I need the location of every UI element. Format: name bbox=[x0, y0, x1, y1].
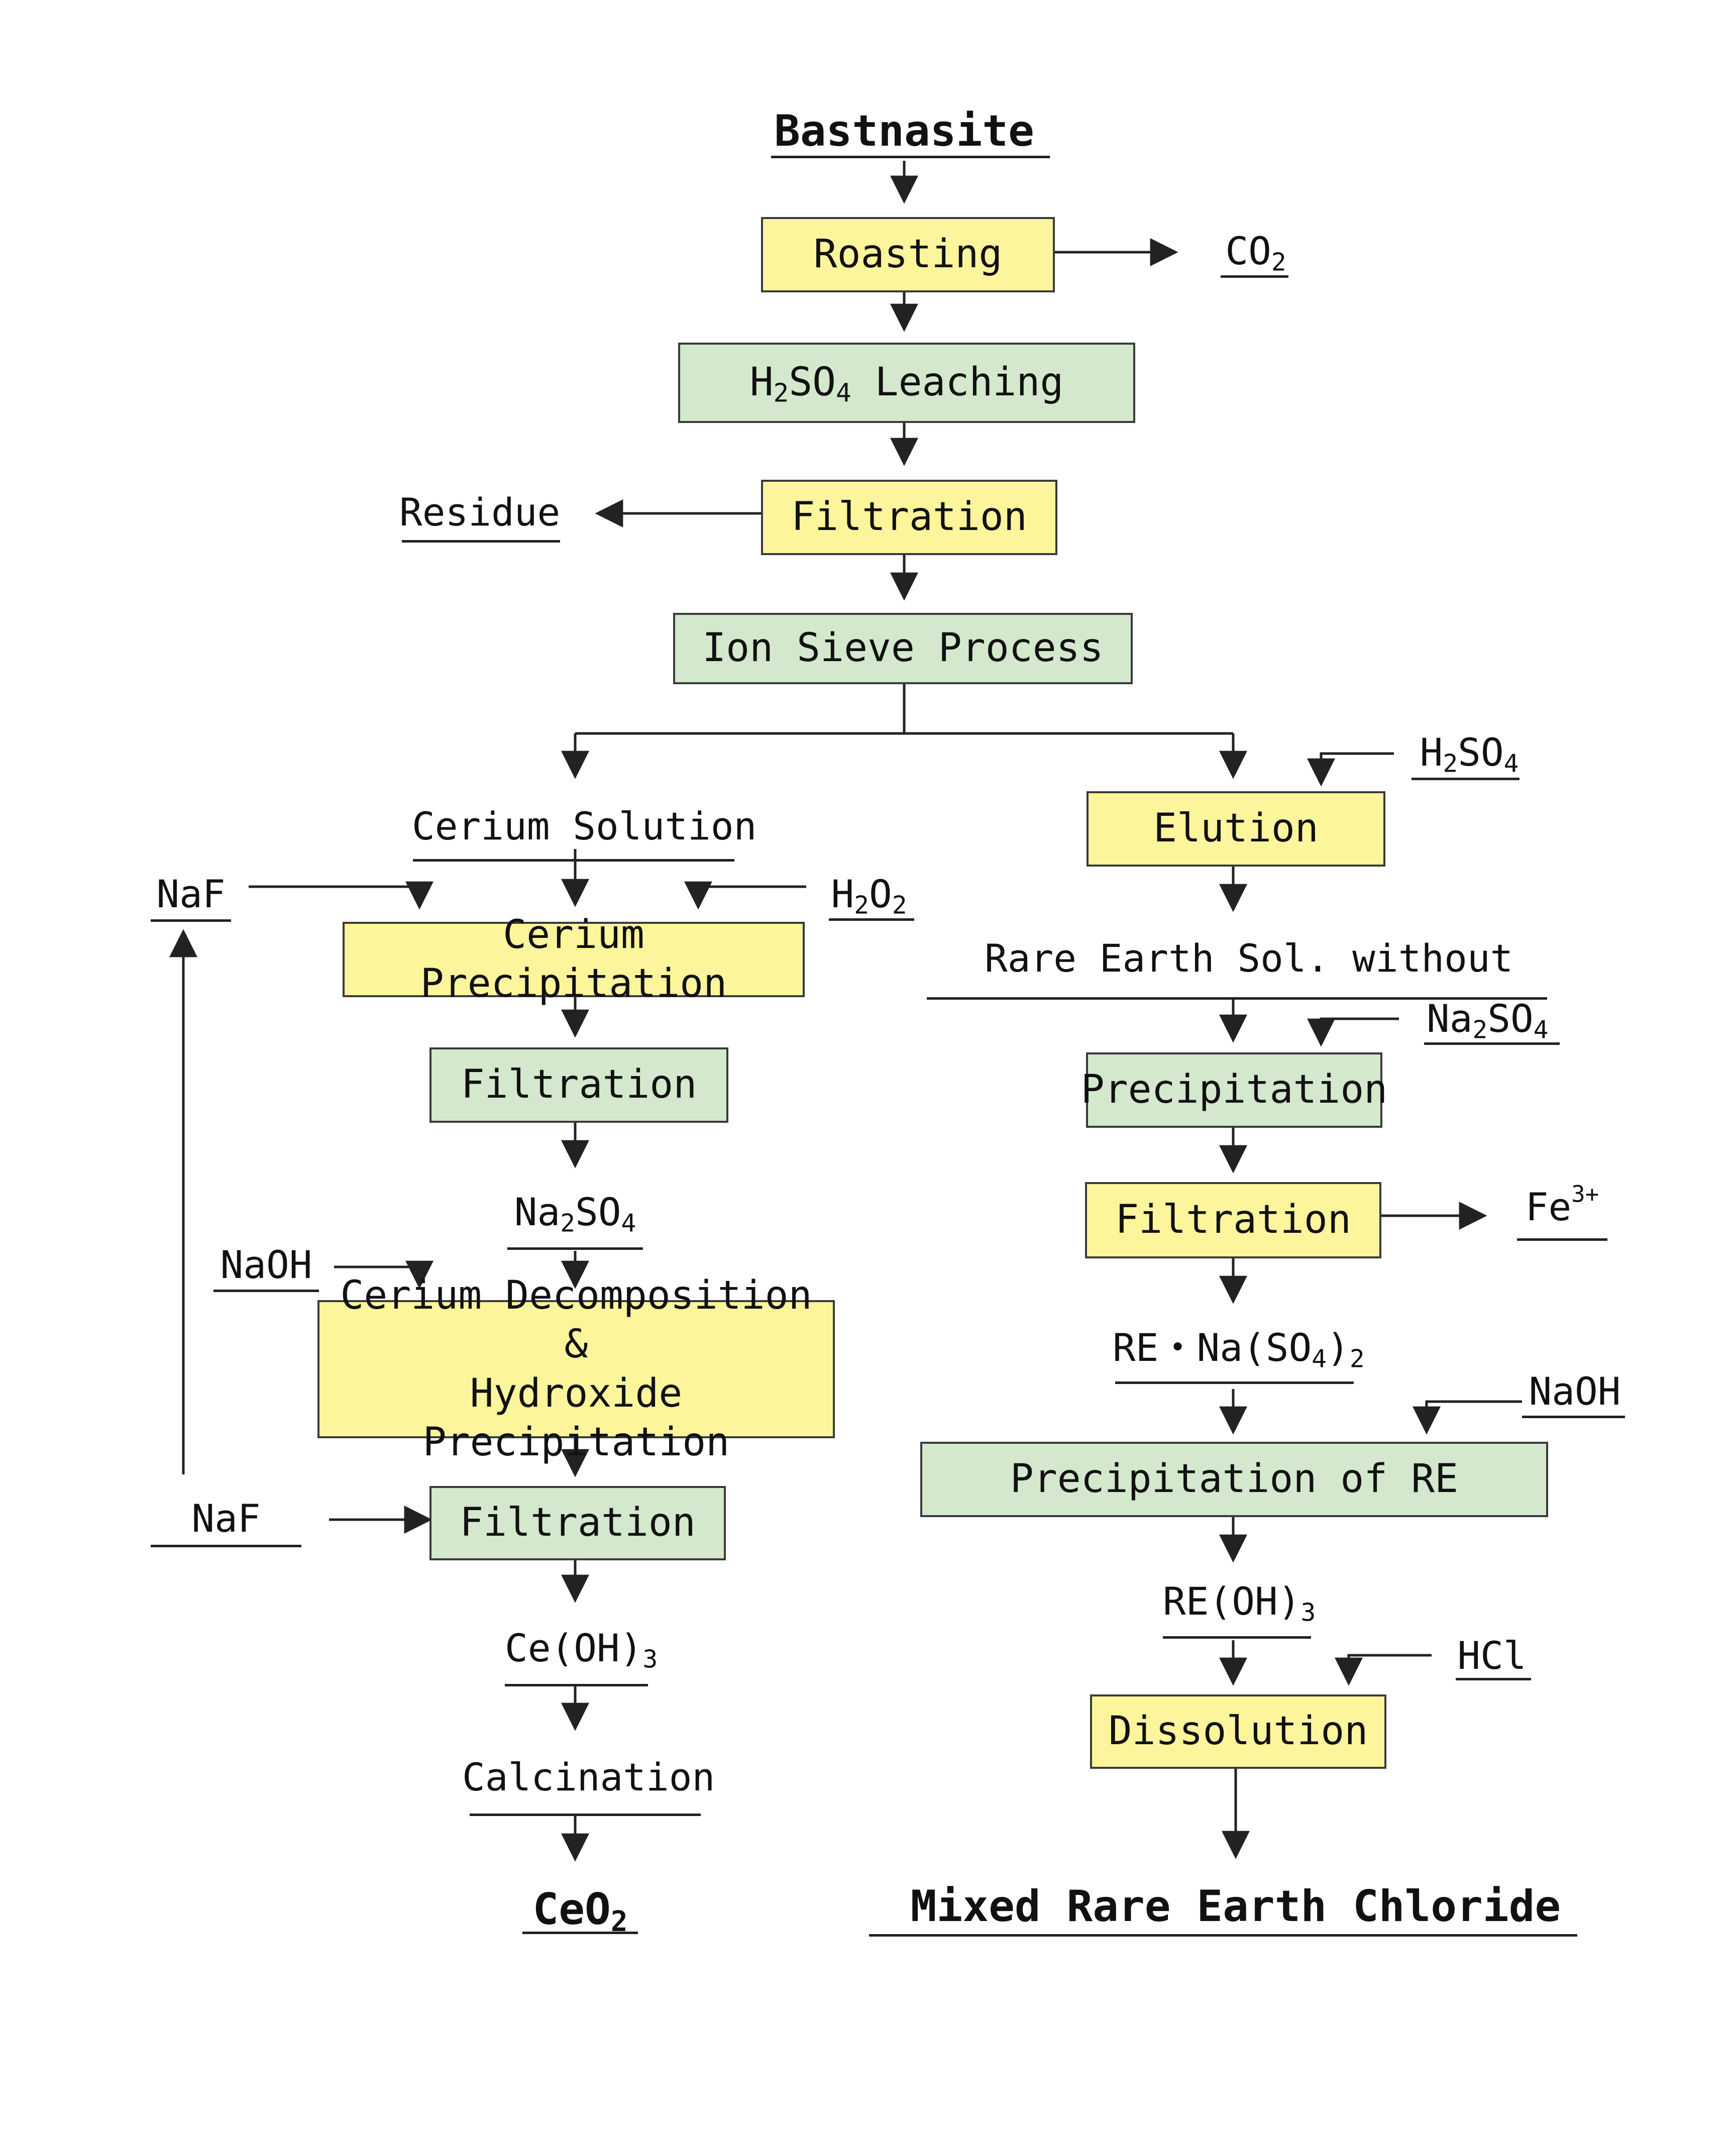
box-precipitation-of-re: Precipitation of RE bbox=[920, 1442, 1548, 1517]
label-co2: CO2 bbox=[1225, 229, 1286, 277]
underline bbox=[1221, 275, 1288, 278]
box-filtration-ce1: Filtration bbox=[429, 1047, 728, 1123]
box-roasting: Roasting bbox=[761, 217, 1055, 292]
label-naf-top: NaF bbox=[156, 872, 226, 916]
box-h2so4-leaching: H2SO4 Leaching bbox=[678, 343, 1135, 423]
label-hcl: HCl bbox=[1457, 1633, 1527, 1678]
label-calcination: Calcination bbox=[462, 1755, 715, 1799]
underline bbox=[151, 919, 231, 922]
underline bbox=[470, 1814, 701, 1816]
box-label: Elution bbox=[1153, 806, 1319, 851]
label-cerium-solution: Cerium Solution bbox=[412, 804, 757, 848]
box-filtration-re: Filtration bbox=[1085, 1182, 1381, 1258]
arrow-h2o2-precip bbox=[684, 881, 806, 910]
underline bbox=[927, 997, 1547, 1000]
box-ion-sieve: Ion Sieve Process bbox=[673, 613, 1133, 684]
underline bbox=[1163, 1636, 1311, 1639]
arrow-hcl-dissolution bbox=[1335, 1654, 1432, 1686]
label-na2so4-left: Na2SO4 bbox=[514, 1190, 636, 1238]
label-rare-earth-sol: Rare Earth Sol. without bbox=[985, 936, 1513, 981]
box-label: Roasting bbox=[813, 232, 1003, 277]
underline bbox=[1456, 1678, 1531, 1680]
underline bbox=[1412, 778, 1520, 780]
box-elution: Elution bbox=[1087, 791, 1385, 867]
box-filtration-main: Filtration bbox=[761, 480, 1057, 555]
label-naf-bottom: NaF bbox=[191, 1496, 261, 1541]
box-label: Filtration bbox=[461, 1062, 697, 1108]
underline bbox=[213, 1290, 319, 1292]
label-fe3: Fe3+ bbox=[1525, 1181, 1599, 1229]
label-re-na-so4: RE・Na(SO4)2 bbox=[1113, 1325, 1365, 1373]
box-precipitation: Precipitation bbox=[1081, 1052, 1387, 1128]
box-label: Cerium Precipitation bbox=[420, 912, 727, 1007]
underline bbox=[522, 1932, 638, 1934]
box-label: Precipitation of RE bbox=[1010, 1456, 1459, 1502]
box-label: Cerium Decomposition &Hydroxide Precipit… bbox=[340, 1272, 812, 1465]
underline bbox=[1522, 1416, 1625, 1418]
underline bbox=[507, 1247, 643, 1250]
box-filtration-ce2: Filtration bbox=[429, 1486, 726, 1560]
box-label: Precipitation bbox=[1080, 1067, 1388, 1113]
box-cerium-precipitation: Cerium Precipitation bbox=[343, 912, 805, 1006]
underline bbox=[151, 1545, 301, 1547]
label-re-oh3: RE(OH)3 bbox=[1163, 1579, 1316, 1627]
underline bbox=[1424, 1042, 1560, 1045]
box-cerium-decomposition: Cerium Decomposition &Hydroxide Precipit… bbox=[317, 1273, 835, 1465]
underline bbox=[402, 540, 560, 543]
arrow-naf-precip bbox=[249, 881, 433, 910]
underline bbox=[413, 859, 734, 862]
box-label: Filtration bbox=[1115, 1197, 1351, 1243]
underline bbox=[771, 156, 1050, 158]
label-na2so4-right: Na2SO4 bbox=[1427, 996, 1549, 1044]
arrow-h2so4-elution bbox=[1307, 752, 1394, 787]
box-label: Dissolution bbox=[1108, 1709, 1368, 1754]
label-mixed-re-chloride: Mixed Rare Earth Chloride bbox=[910, 1881, 1561, 1932]
label-residue: Residue bbox=[399, 490, 561, 535]
label-h2o2: H2O2 bbox=[831, 872, 907, 920]
label-ceo2: CeO2 bbox=[532, 1884, 628, 1938]
underline bbox=[505, 1684, 648, 1686]
box-label: H2SO4 Leaching bbox=[749, 360, 1064, 408]
underline bbox=[1115, 1381, 1354, 1384]
box-label: Filtration bbox=[460, 1500, 696, 1546]
label-naoh-right: NaOH bbox=[1529, 1369, 1621, 1414]
arrow-na2so4-precip bbox=[1307, 1017, 1399, 1047]
underline bbox=[1517, 1238, 1607, 1241]
box-label: Filtration bbox=[791, 494, 1027, 540]
underline bbox=[869, 1934, 1577, 1937]
box-dissolution: Dissolution bbox=[1090, 1694, 1386, 1769]
arrow-naoh-decomp bbox=[334, 1260, 433, 1289]
title-bastnasite: Bastnasite bbox=[774, 106, 1034, 156]
label-h2so4-right: H2SO4 bbox=[1420, 730, 1519, 778]
arrow-naoh-precipre bbox=[1413, 1400, 1522, 1435]
underline bbox=[829, 918, 914, 921]
box-label: Ion Sieve Process bbox=[702, 625, 1104, 671]
label-naoh-left: NaOH bbox=[220, 1242, 312, 1287]
label-ce-oh3: Ce(OH)3 bbox=[505, 1626, 658, 1674]
